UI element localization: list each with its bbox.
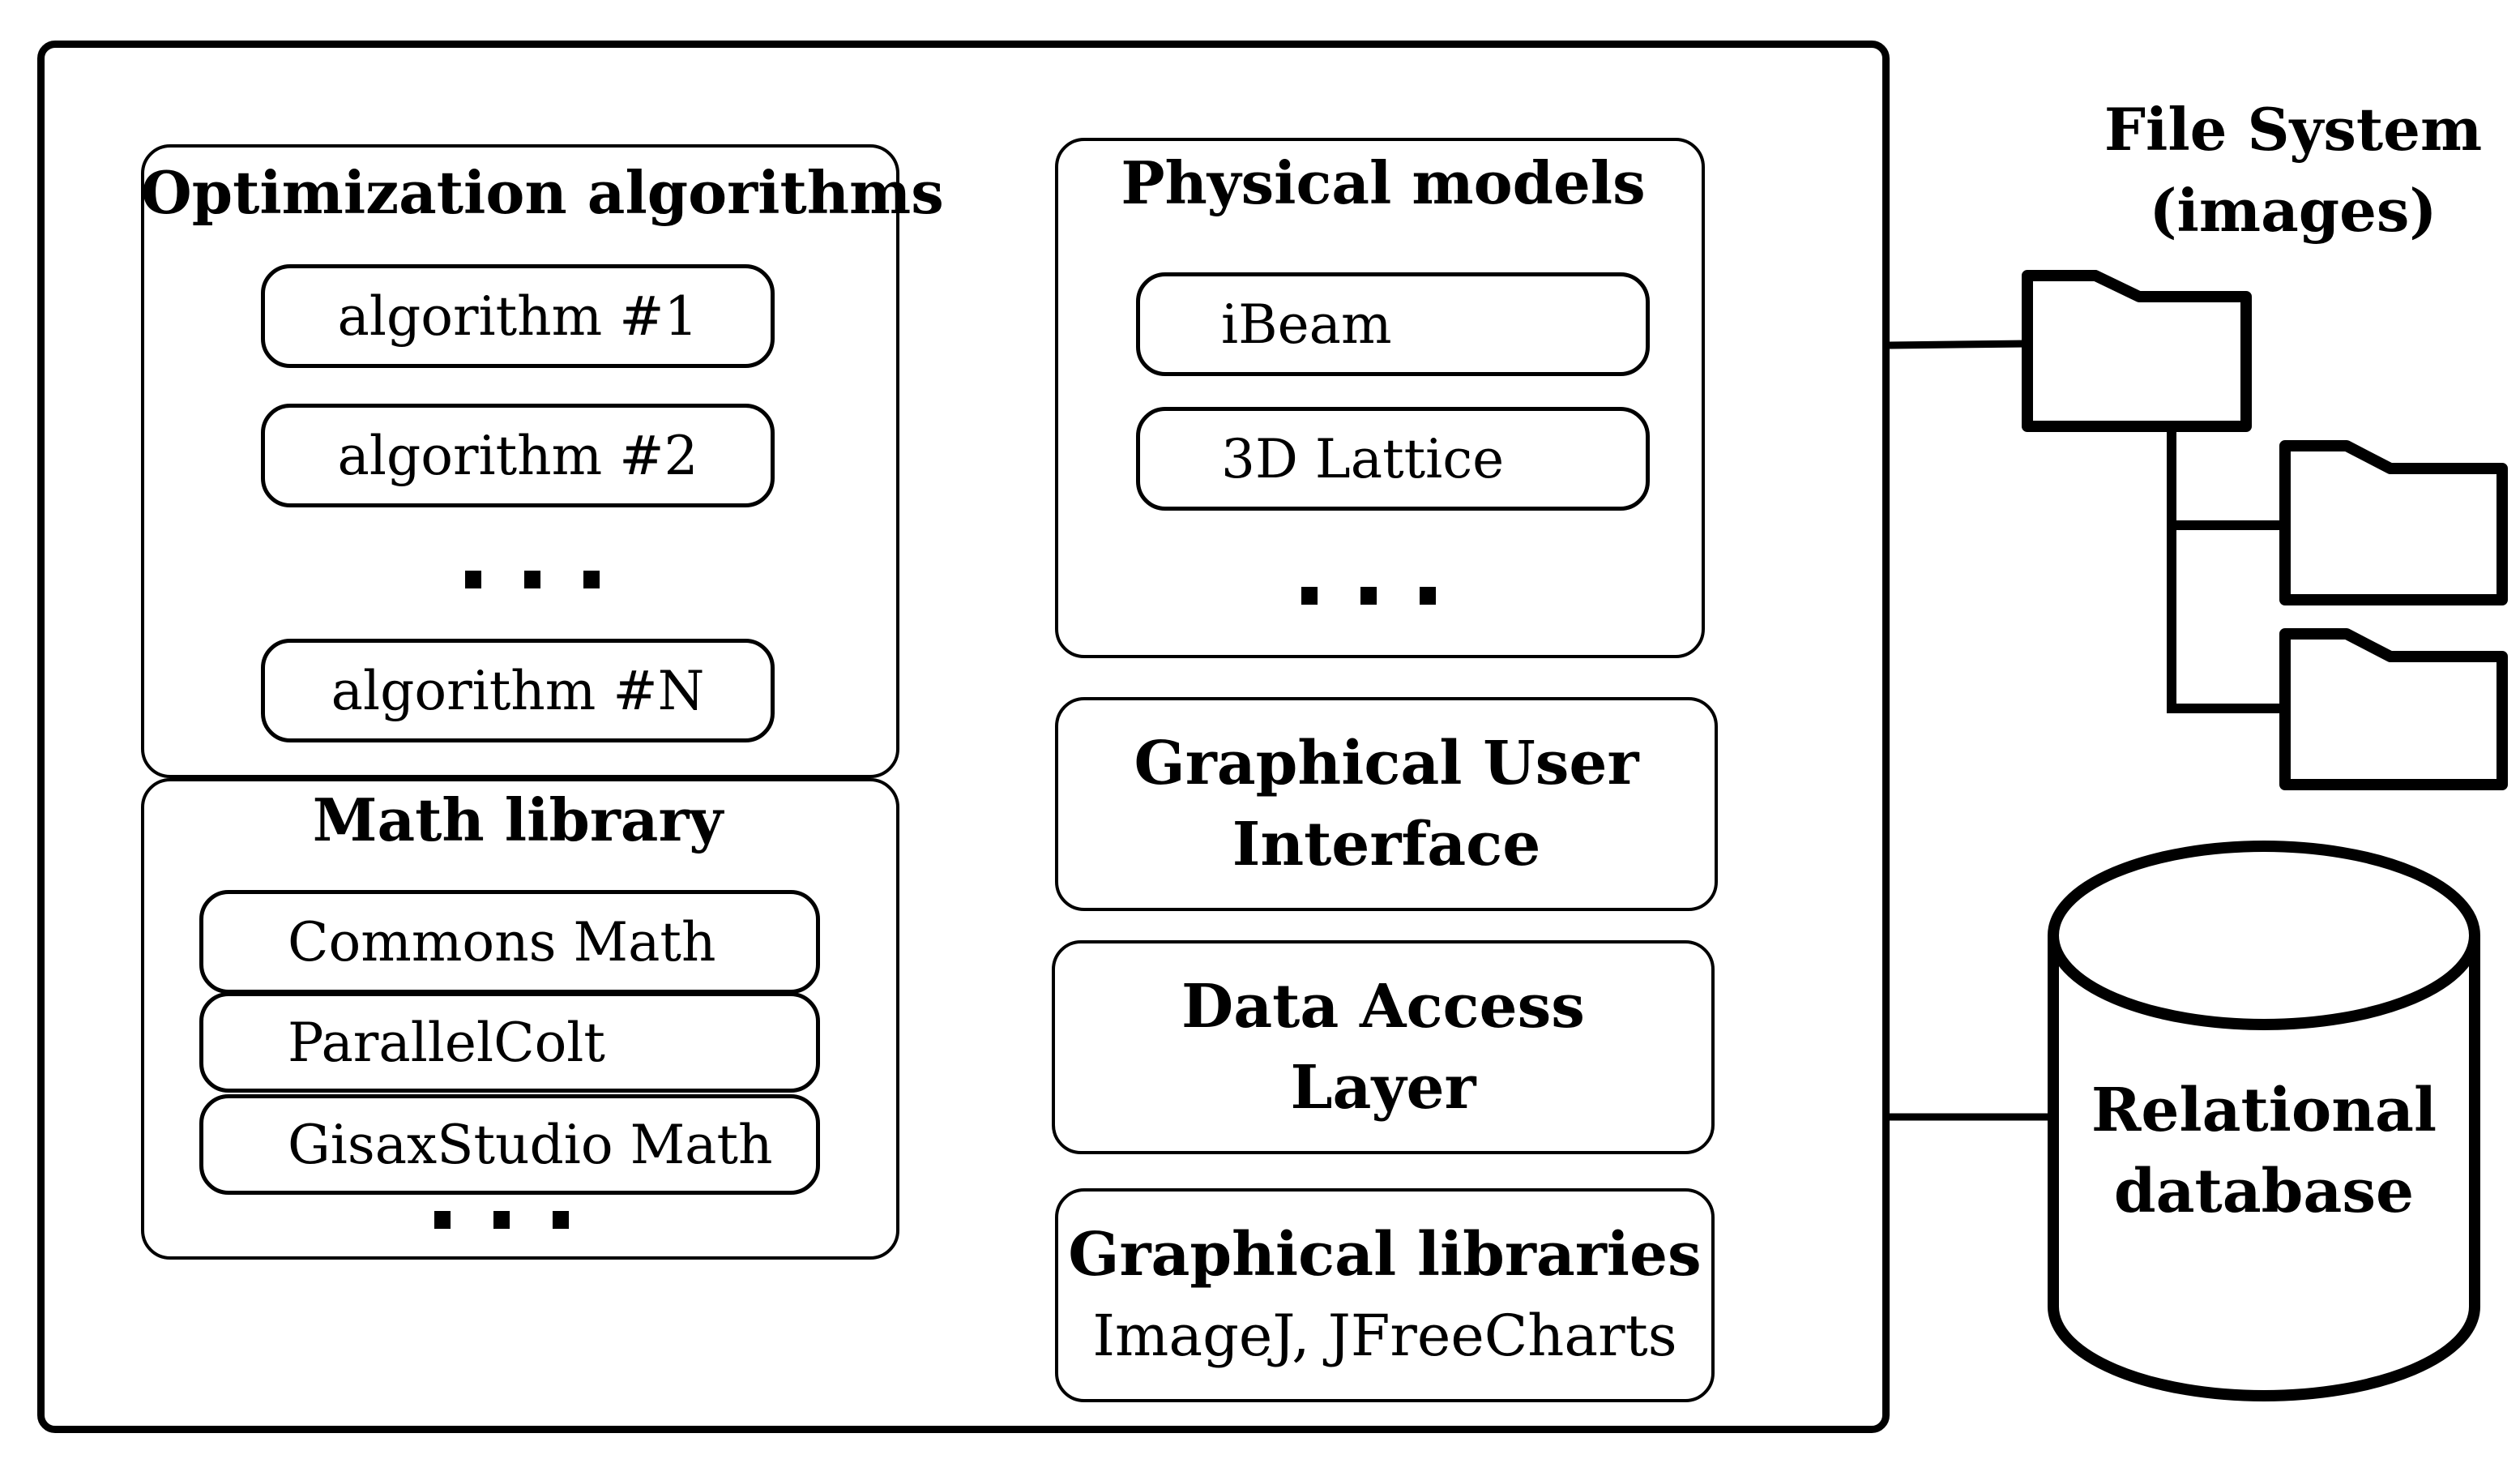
subfolder-icon xyxy=(2279,440,2508,605)
file-system-label: File System (images) xyxy=(2091,89,2496,251)
3d-lattice-item: 3D Lattice xyxy=(1136,407,1650,511)
application-container xyxy=(37,41,1890,1433)
database-line-2: database xyxy=(2113,1157,2415,1226)
optimization-algorithms-title: Optimization algorithms xyxy=(141,158,944,227)
gui-line-1: Graphical User xyxy=(1134,729,1639,798)
database-label: Relational database xyxy=(2053,1070,2475,1232)
ellipsis-dot xyxy=(583,571,600,588)
database-line-1: Relational xyxy=(2091,1076,2437,1145)
commons-math-item: Commons Math xyxy=(199,890,820,994)
gui-line-2: Interface xyxy=(1232,810,1541,879)
file-system-line-2: (images) xyxy=(2149,176,2437,245)
file-system-line-1: File System xyxy=(2104,95,2483,164)
ellipsis-dot xyxy=(553,1211,569,1229)
physical-models-ellipsis xyxy=(1301,584,1436,608)
math-ellipsis xyxy=(434,1208,569,1232)
graphical-libraries-title: Graphical libraries xyxy=(1068,1220,1702,1290)
physical-models-panel xyxy=(1055,138,1705,658)
graphical-user-interface-box: Graphical User Interface xyxy=(1055,697,1718,911)
algorithm-2-item: algorithm #2 xyxy=(261,404,775,507)
gisaxstudio-math-item: GisaxStudio Math xyxy=(199,1094,820,1195)
ellipsis-dot xyxy=(493,1211,510,1229)
parallelcolt-item: ParallelColt xyxy=(199,992,820,1093)
data-access-layer-box: Data Access Layer xyxy=(1052,940,1715,1154)
optimization-ellipsis xyxy=(465,567,600,592)
graphical-libraries-subtitle: ImageJ, JFreeCharts xyxy=(1092,1303,1677,1369)
algorithm-n-item: algorithm #N xyxy=(261,639,775,742)
ellipsis-dot xyxy=(1360,587,1377,605)
algorithm-1-item: algorithm #1 xyxy=(261,264,775,368)
physical-models-title: Physical models xyxy=(1121,148,1646,217)
folder-icon xyxy=(2022,270,2252,432)
database-icon xyxy=(2048,935,2480,1401)
ellipsis-dot xyxy=(1420,587,1436,605)
filesystem-connector xyxy=(1889,340,2028,349)
dal-line-2: Layer xyxy=(1290,1053,1476,1123)
math-library-title: Math library xyxy=(312,785,724,854)
ellipsis-dot xyxy=(434,1211,451,1229)
ibeam-item: iBeam xyxy=(1136,272,1650,376)
dal-line-1: Data Access xyxy=(1181,972,1585,1042)
subfolder-icon xyxy=(2279,628,2508,790)
graphical-libraries-box: Graphical libraries ImageJ, JFreeCharts xyxy=(1055,1188,1715,1402)
folder-tree-lines xyxy=(2167,430,2285,713)
ellipsis-dot xyxy=(1301,587,1318,605)
ellipsis-dot xyxy=(465,571,481,588)
database-top xyxy=(2048,841,2480,1030)
ellipsis-dot xyxy=(524,571,540,588)
